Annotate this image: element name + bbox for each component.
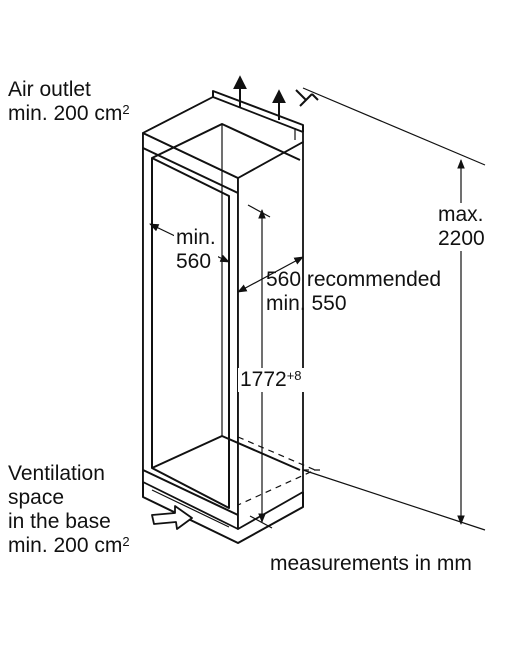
units-note: measurements in mm bbox=[270, 552, 472, 575]
air-outlet-label: Air outlet min. 200 cm2 bbox=[8, 78, 130, 126]
height-tolerance: +8 bbox=[286, 368, 302, 383]
min-width-label: min. 560 bbox=[174, 226, 218, 274]
niche-height-dimension bbox=[247, 204, 273, 529]
air-outlet-line1: Air outlet bbox=[8, 78, 91, 101]
ventilation-label: Ventilation space in the base min. 200 c… bbox=[8, 462, 130, 558]
recommended-line2: min. 550 bbox=[266, 292, 347, 315]
height-label: 1772+8 bbox=[238, 368, 304, 392]
vent-line2: space bbox=[8, 486, 65, 509]
recommended-line1: 560 recommended bbox=[266, 268, 442, 291]
max-height-line2: 2200 bbox=[438, 227, 485, 250]
min-width-line2: 560 bbox=[176, 250, 212, 273]
vent-value: min. 200 cm bbox=[8, 534, 123, 557]
depth-dimension bbox=[237, 256, 304, 293]
max-height-line1: max. bbox=[438, 203, 484, 226]
recommended-depth-label: 560 recommended min. 550 bbox=[266, 268, 441, 316]
air-outlet-unit-exponent: 2 bbox=[122, 102, 130, 117]
height-value: 1772 bbox=[240, 368, 287, 391]
air-outlet-value: min. 200 cm bbox=[8, 102, 123, 125]
floor-reference-lines bbox=[237, 436, 320, 506]
cabinet-front-opening bbox=[151, 157, 230, 509]
cabinet-right-side bbox=[237, 141, 304, 530]
cabinet-niche bbox=[142, 90, 304, 544]
air-outlet-arrows bbox=[233, 75, 319, 120]
air-outlet-line2: min. 200 cm2 bbox=[8, 102, 130, 126]
vent-line3: in the base bbox=[8, 510, 111, 533]
vent-unit-exponent: 2 bbox=[122, 534, 130, 549]
vent-line1: Ventilation bbox=[8, 462, 105, 485]
min-width-line1: min. bbox=[176, 226, 216, 249]
max-height-label: max. 2200 bbox=[436, 203, 487, 251]
ventilation-inlet-arrow bbox=[151, 505, 193, 530]
vent-line4: min. 200 cm2 bbox=[8, 534, 130, 558]
